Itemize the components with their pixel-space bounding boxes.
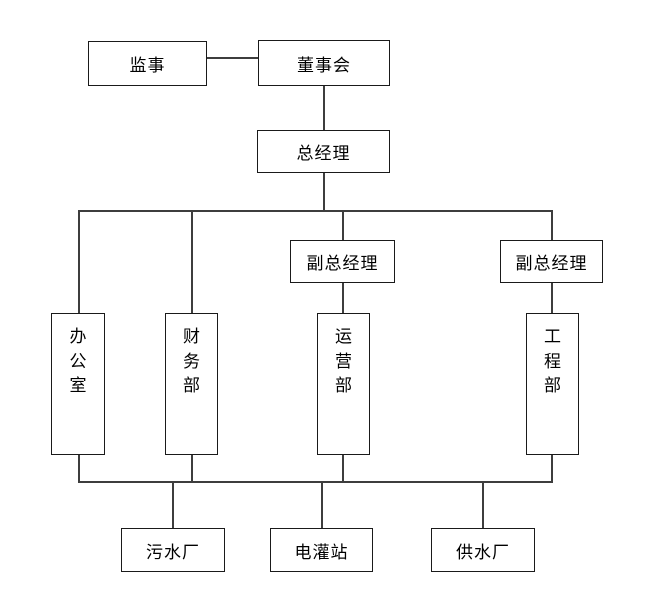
- connector-deputy-1-to-operations: [342, 283, 344, 313]
- node-deputy-2-label: 副总经理: [515, 254, 588, 274]
- connector-deputy-2-to-engineering: [551, 283, 553, 313]
- connector-finance-to-bus: [191, 455, 193, 483]
- connector-bus-to-water-supply-plant: [482, 481, 484, 529]
- node-deputy-general-manager-1[interactable]: 副总经理: [290, 240, 395, 283]
- connector-bus-to-irrigation-station: [321, 481, 323, 529]
- node-finance-label: 财务部: [182, 327, 200, 397]
- node-water-supply-plant-label: 供水厂: [456, 542, 510, 563]
- connector-bus-to-deputy-2: [551, 210, 553, 240]
- node-irrigation-station-label: 电灌站: [294, 542, 349, 563]
- node-deputy-general-manager-2[interactable]: 副总经理: [500, 240, 603, 283]
- connector-engineering-to-bus: [551, 455, 553, 483]
- node-supervisor[interactable]: 监事: [88, 41, 207, 86]
- connector-bus-to-office: [78, 210, 80, 313]
- connector-bus-to-sewage-plant: [172, 481, 174, 529]
- node-general-manager-label: 总经理: [296, 144, 351, 164]
- connector-bus-top: [78, 210, 553, 212]
- node-engineering-department[interactable]: 工程部: [526, 313, 579, 455]
- node-board-of-directors[interactable]: 董事会: [258, 40, 390, 86]
- node-office[interactable]: 办公室: [51, 313, 105, 455]
- connector-operations-to-bus: [342, 455, 344, 483]
- node-sewage-plant[interactable]: 污水厂: [121, 528, 225, 572]
- node-general-manager[interactable]: 总经理: [257, 130, 390, 173]
- node-deputy-1-label: 副总经理: [306, 254, 379, 274]
- connector-bus-to-finance: [191, 210, 193, 313]
- node-water-supply-plant[interactable]: 供水厂: [431, 528, 535, 572]
- node-engineering-label: 工程部: [543, 327, 561, 397]
- connector-bus-bottom: [78, 481, 553, 483]
- connector-supervisor-board: [206, 57, 259, 59]
- node-sewage-plant-label: 污水厂: [146, 542, 200, 563]
- node-operations-department[interactable]: 运营部: [317, 313, 370, 455]
- connector-bus-to-deputy-1: [342, 210, 344, 240]
- node-irrigation-station[interactable]: 电灌站: [270, 528, 373, 572]
- node-supervisor-label: 监事: [129, 56, 166, 76]
- connector-board-general-manager: [323, 85, 325, 131]
- node-finance-department[interactable]: 财务部: [165, 313, 218, 455]
- connector-general-manager-bus: [323, 172, 325, 212]
- node-board-label: 董事会: [297, 55, 351, 76]
- node-office-label: 办公室: [69, 327, 87, 397]
- node-operations-label: 运营部: [334, 327, 352, 397]
- connector-office-to-bus: [78, 455, 80, 483]
